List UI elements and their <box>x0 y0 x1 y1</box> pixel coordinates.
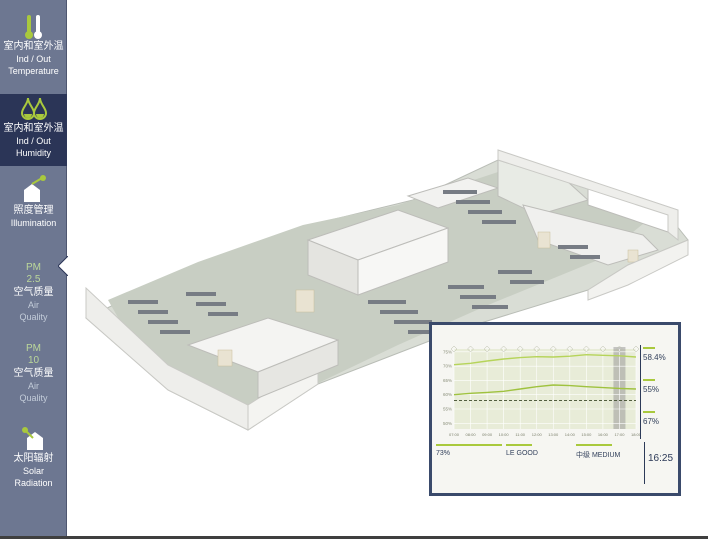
nav-solar-cn: 太阳辐射 <box>13 453 54 464</box>
nav-temperature-en2: Temperature <box>8 66 59 76</box>
right-value-1-box: 58.4% <box>643 347 677 362</box>
solar-panel-icon <box>21 427 43 450</box>
marker-diamond <box>483 345 491 353</box>
bottom-rule <box>0 536 708 539</box>
clock: 16:25 <box>648 453 674 464</box>
nav-humidity-en1: Ind / Out <box>16 136 51 146</box>
x-tick-label: 16:00 <box>598 432 609 437</box>
humidity-chart-panel[interactable]: 75% 70% 65% 60% 55% 50% 07:00 08:00 09:00 10:00 11… <box>429 322 681 496</box>
sidebar: 室内和室外温 Ind / Out Temperature 室内和室外温 Ind … <box>0 0 68 539</box>
y-tick-label: 65% <box>443 378 452 383</box>
nav-illumination[interactable]: 照度管理 Illumination <box>0 174 67 238</box>
y-tick-label: 60% <box>443 392 452 397</box>
pm10-icon-num: 10 <box>27 355 40 366</box>
nav-temperature-cn: 室内和室外温 <box>3 41 64 52</box>
nav-illumination-en1: Illumination <box>10 218 57 228</box>
pm25-icon-num: 2.5 <box>26 274 41 285</box>
nav-pm10-en1: Air <box>28 381 39 391</box>
pm25-icon-top: PM <box>26 262 41 273</box>
right-value-1: 58.4% <box>643 353 666 362</box>
bottom-stat-2-value: LE GOOD <box>506 450 538 457</box>
x-tick-label: 18:00 <box>631 432 641 437</box>
marker-diamond <box>632 345 640 353</box>
marker-diamond <box>533 345 541 353</box>
isometric-floor-plan[interactable] <box>68 0 708 539</box>
nav-temperature-en1: Ind / Out <box>16 54 51 64</box>
nav-illumination-cn: 照度管理 <box>13 205 54 216</box>
y-tick-label: 50% <box>443 421 452 426</box>
bottom-stat-3-value: 中级 MEDIUM <box>576 452 621 459</box>
nav-pm10-en2: Quality <box>19 393 48 403</box>
x-tick-label: 14:00 <box>565 432 576 437</box>
marker-diamond <box>549 345 557 353</box>
marker-diamond <box>616 345 623 353</box>
y-tick-label: 70% <box>443 364 452 369</box>
bottom-stat-1: 73% <box>436 444 502 480</box>
nav-solar-en1: Solar <box>22 466 44 476</box>
nav-pm25[interactable]: PM 2.5 空气质量 Air Quality <box>0 262 67 332</box>
nav-pm25-en1: Air <box>28 300 39 310</box>
bottom-stat-2: LE GOOD <box>506 444 572 480</box>
nav-humidity[interactable]: 室内和室外温 Ind / Out Humidity <box>0 94 67 166</box>
right-value-3-box: 67% <box>643 411 677 426</box>
marker-diamond <box>566 345 574 353</box>
marker-diamond <box>500 345 507 353</box>
right-divider <box>640 345 641 439</box>
main-view: 75% 70% 65% 60% 55% 50% 07:00 08:00 09:00 10:00 11… <box>68 0 708 539</box>
x-tick-label: 15:00 <box>581 432 592 437</box>
nav-humidity-cn: 室内和室外温 <box>3 123 64 134</box>
selection-pointer-icon <box>58 256 68 276</box>
nav-temperature[interactable]: 室内和室外温 Ind / Out Temperature <box>0 14 67 90</box>
nav-pm25-cn: 空气质量 <box>13 287 54 298</box>
x-tick-label: 09:00 <box>482 432 493 437</box>
thermometer-icon <box>24 15 42 39</box>
right-value-2: 55% <box>643 385 660 394</box>
nav-solar[interactable]: 太阳辐射 Solar Radiation <box>0 426 67 498</box>
marker-diamond <box>516 345 524 353</box>
nav-pm10-cn: 空气质量 <box>13 368 54 379</box>
bottom-stat-3: 中级 MEDIUM <box>576 444 642 480</box>
bottom-stat-3-bar <box>576 444 613 446</box>
x-tick-label: 12:00 <box>532 432 543 437</box>
lamp-icon <box>23 175 46 202</box>
nav-pm10[interactable]: PM 10 空气质量 Air Quality <box>0 343 67 415</box>
pm10-icon-top: PM <box>26 343 41 354</box>
marker-diamond <box>583 345 590 353</box>
marker-diamond <box>467 345 474 353</box>
x-tick-label: 08:00 <box>466 432 477 437</box>
bottom-stat-1-bar <box>436 444 502 446</box>
nav-pm25-en2: Quality <box>19 312 48 322</box>
nav-humidity-en2: Humidity <box>15 148 51 158</box>
series-line-1 <box>453 354 637 366</box>
marker-diamond <box>599 345 607 353</box>
x-tick-label: 10:00 <box>499 432 510 437</box>
droplets-icon <box>20 97 47 120</box>
clock-divider <box>644 442 645 484</box>
right-value-2-box: 55% <box>643 379 677 394</box>
y-tick-label: 55% <box>443 407 452 412</box>
nav-solar-en2: Radiation <box>14 478 53 488</box>
series-line-2 <box>453 384 637 396</box>
x-tick-label: 13:00 <box>548 432 559 437</box>
plot-background <box>454 349 636 429</box>
x-tick-label: 11:00 <box>515 432 525 437</box>
humidity-line-chart[interactable]: 75% 70% 65% 60% 55% 50% 07:00 08:00 09:00 10:00 11… <box>436 345 641 441</box>
right-value-3: 67% <box>643 417 660 426</box>
bottom-stat-1-value: 73% <box>436 450 451 457</box>
x-tick-label: 07:00 <box>449 432 460 437</box>
x-tick-label: 17:00 <box>614 432 625 437</box>
marker-diamond <box>450 345 458 353</box>
bottom-stat-2-bar <box>506 444 533 446</box>
y-tick-label: 75% <box>443 349 452 354</box>
